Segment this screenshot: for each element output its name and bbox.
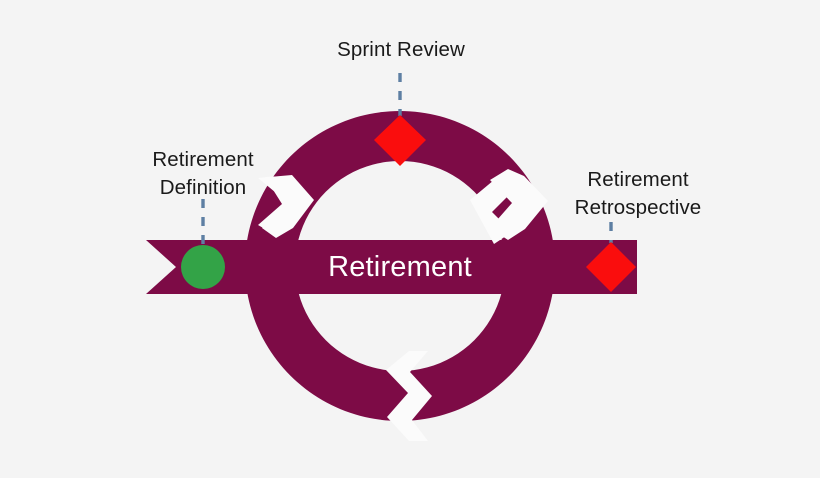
break-chevron-upper-left-b: [258, 175, 314, 238]
label-sprint-review: Sprint Review: [337, 38, 465, 61]
banner-title: Retirement: [328, 251, 472, 283]
diamond-marker-sprint-review[interactable]: [374, 115, 426, 166]
break-chevron-bottom: [386, 351, 432, 441]
diamond-marker-retirement-retrospective[interactable]: [586, 242, 636, 292]
cycle-ring-shape: [244, 111, 555, 421]
banner-shape-group: [146, 240, 637, 294]
cycle-ring: [244, 111, 555, 421]
ring-break-bottom: [386, 351, 432, 441]
label-retirement-retrospective: Retirement Retrospective: [574, 168, 702, 219]
label-retirement-definition: Retirement Definition: [152, 148, 254, 199]
start-circle-marker[interactable]: [181, 245, 225, 289]
banner-shape: [146, 240, 637, 294]
break-chevron-upper-right-b: [470, 180, 512, 244]
ring-break-upper-left: [258, 175, 314, 238]
ring-break-upper-right: [470, 169, 548, 244]
break-chevron-upper-right-a: [490, 169, 548, 240]
